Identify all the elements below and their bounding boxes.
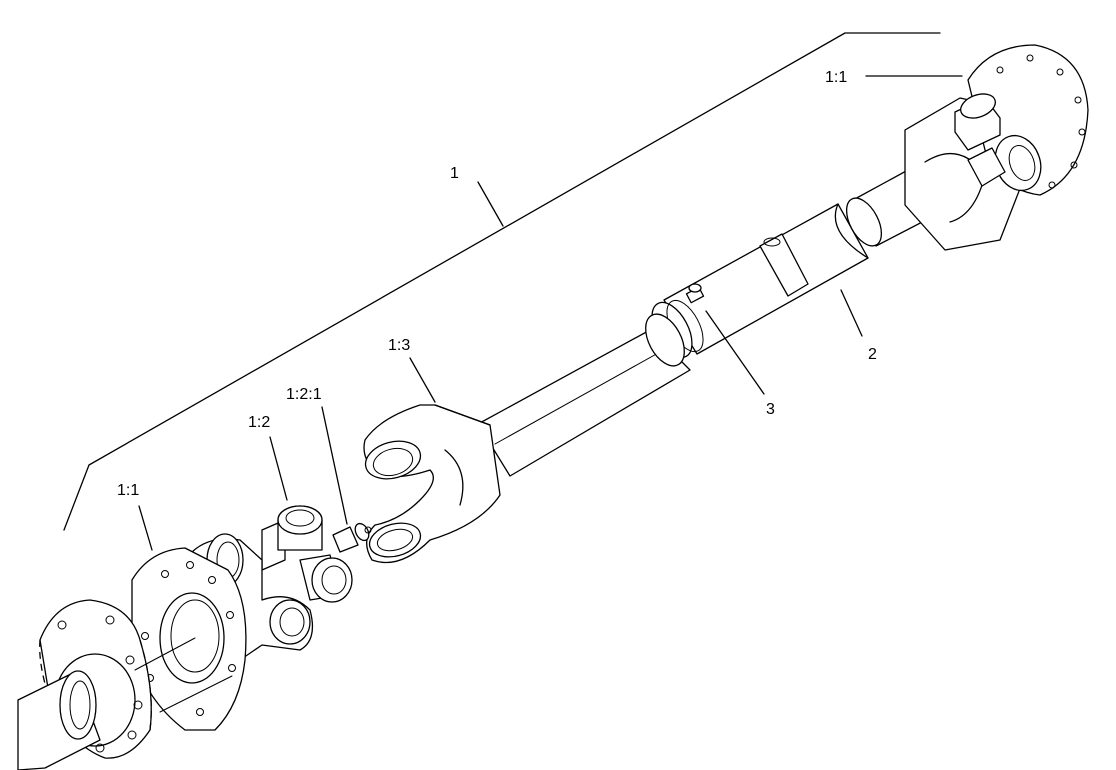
callout-flange-lower: 1:1 <box>117 482 139 499</box>
callout-assembly: 1 <box>450 165 459 182</box>
lower-flange <box>131 547 247 731</box>
callout-spider-grease-fitting: 1:2:1 <box>286 386 322 403</box>
upper-flange <box>967 44 1089 196</box>
spider-cross <box>261 505 353 603</box>
callout-tube-grease-fitting: 3 <box>766 401 775 418</box>
inner-shaft <box>477 313 691 477</box>
leader-lines <box>138 75 963 551</box>
callout-labels: 1:1 1 2 3 1:3 1:2:1 1:2 1:1 <box>117 69 877 499</box>
alignment-lines <box>134 637 233 713</box>
spider-grease-fitting <box>332 522 372 553</box>
upper-cross-spider <box>954 93 1006 187</box>
callout-tube: 2 <box>868 346 877 363</box>
callout-yoke: 1:3 <box>388 337 410 354</box>
output-shaft <box>17 670 101 770</box>
yoke-1-3 <box>363 404 501 564</box>
assembly-bracket-line <box>63 32 941 531</box>
callout-spider: 1:2 <box>248 414 270 431</box>
tube-grease-fitting <box>685 283 705 304</box>
callout-flange-upper: 1:1 <box>825 69 847 86</box>
